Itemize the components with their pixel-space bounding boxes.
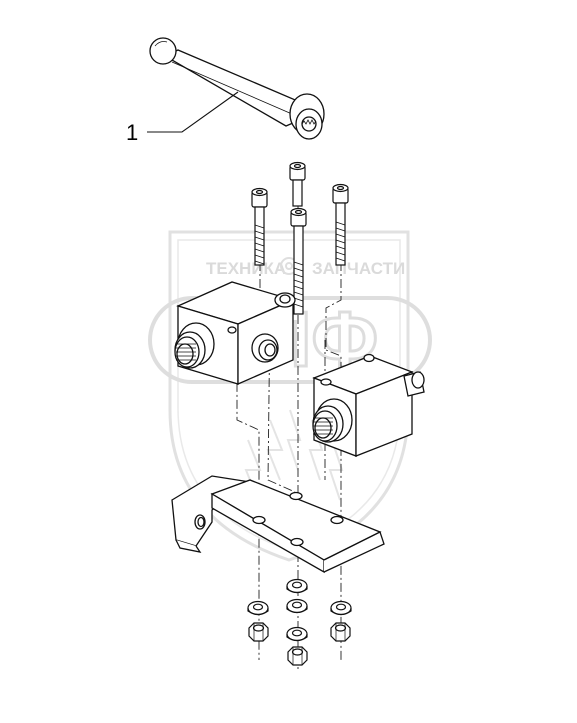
nut-right (330, 622, 351, 642)
washer-middle (286, 598, 308, 614)
washer-middle-top (286, 578, 308, 594)
callout-1: 1 (126, 91, 239, 145)
valve-port-side (251, 333, 279, 363)
valve-block-left[interactable] (174, 281, 296, 385)
bracket-hole-1 (252, 515, 266, 525)
nuts[interactable] (248, 622, 351, 666)
washers[interactable] (247, 578, 352, 642)
spline-icon (301, 116, 317, 132)
bracket-hole-3 (290, 537, 304, 547)
watermark-text-right: ЗАПЧАСТИ (312, 259, 405, 278)
watermark-shield-outline (168, 230, 410, 562)
callout-leader-1 (147, 91, 239, 133)
cap-screw-middle[interactable] (290, 207, 307, 315)
cap-screw-left[interactable] (251, 187, 268, 266)
bracket-hole-4 (330, 515, 344, 525)
mounting-bracket[interactable] (171, 475, 385, 574)
watermark-text-left: ТЕХНИКА (206, 259, 286, 278)
valve-block-right-side (355, 371, 413, 457)
washer-middle-lower (286, 626, 308, 642)
valve-fitting-right (312, 398, 353, 443)
callout-label-1: 1 (126, 120, 138, 145)
nut-middle (287, 646, 308, 666)
cap-screw-top[interactable] (289, 161, 306, 207)
handle-lever[interactable] (149, 37, 325, 140)
nut-left (248, 622, 269, 642)
washer-left (247, 600, 269, 616)
valve-top-port (274, 292, 296, 308)
bracket-hole-2 (289, 491, 303, 501)
washer-right (330, 600, 352, 616)
valve-block-right[interactable] (312, 353, 425, 457)
valve-fitting-left (174, 322, 215, 369)
cap-screw-right[interactable] (332, 183, 349, 266)
valve-fitting-side (403, 371, 425, 397)
